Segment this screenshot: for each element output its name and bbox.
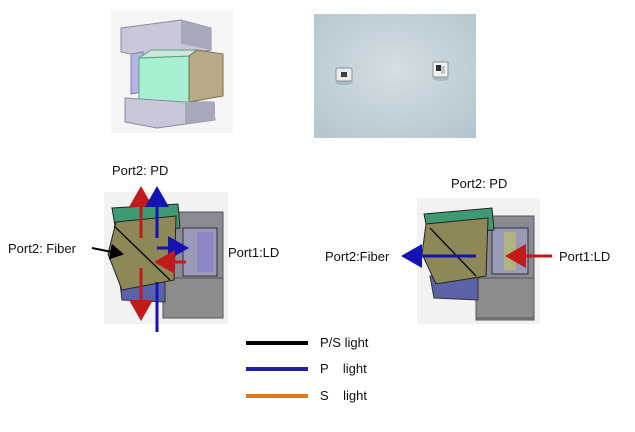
left-port-ld-label: Port1:LD — [228, 245, 280, 260]
left-port-pd-label: Port2: PD — [112, 163, 169, 178]
right-port-ld-label: Port1:LD — [559, 249, 611, 264]
left-prism-assembly — [104, 192, 228, 324]
legend-s-label: S light — [320, 388, 367, 403]
legend-ps-label: P/S light — [320, 335, 369, 350]
left-black-arrow — [91, 243, 124, 260]
right-prism-assembly — [417, 198, 540, 324]
cad-render-svg — [111, 10, 233, 133]
right-port-fiber-label: Port2:Fiber — [325, 249, 390, 264]
component-photo-svg — [314, 14, 476, 138]
component-photo — [314, 14, 476, 138]
left-port-fiber-label: Port2: Fiber — [8, 241, 76, 256]
right-port-pd-label: Port2: PD — [451, 176, 508, 191]
cad-render-image — [111, 10, 233, 133]
legend-p-label: P light — [320, 361, 367, 376]
